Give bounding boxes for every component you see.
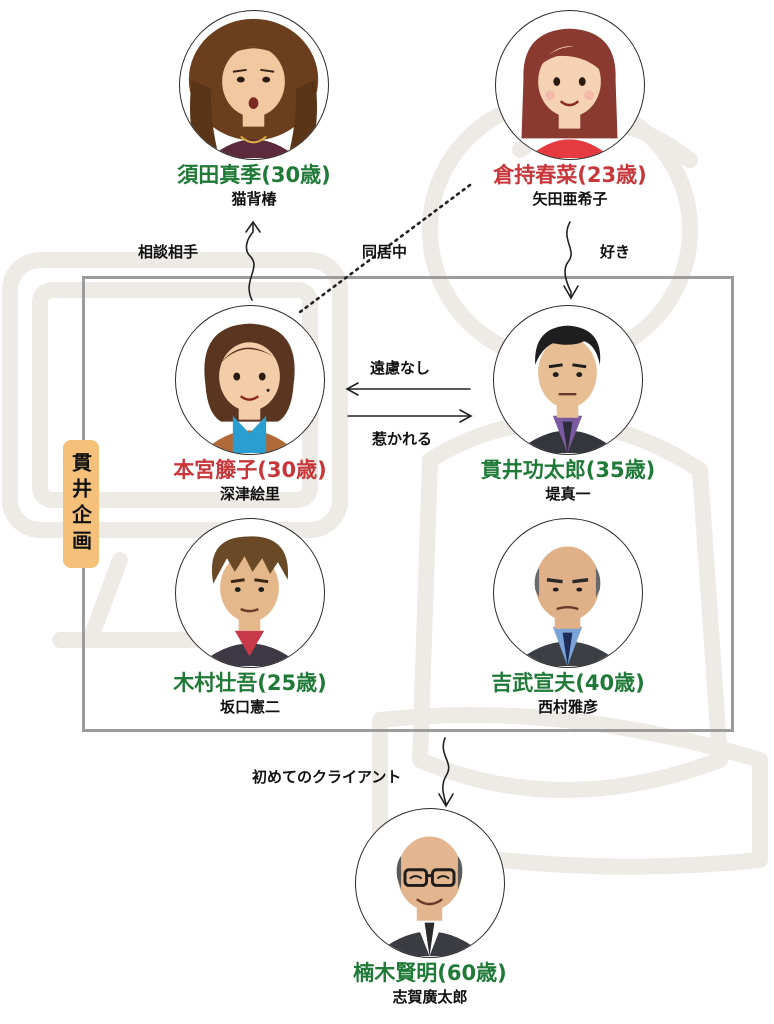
person-nukui: 貫井功太郎(35歳) 堤真一 <box>448 305 688 505</box>
arrowhead-attracted <box>459 409 473 423</box>
portrait-kimura <box>175 518 325 668</box>
connector-living-together <box>298 183 472 314</box>
person-name: 吉武宣夫(40歳) <box>491 671 645 695</box>
connector-consult <box>245 223 255 301</box>
person-name: 須田真季(30歳) <box>177 163 331 187</box>
actor-name: 矢田亜希子 <box>532 190 608 208</box>
connector-likes <box>564 221 572 297</box>
arrowhead-no-reserve <box>345 382 359 396</box>
person-name: 倉持春菜(23歳) <box>493 163 647 187</box>
actor-name: 堤真一 <box>545 485 591 503</box>
relation-label-likes: 好き <box>600 243 631 261</box>
arrowhead-likes <box>563 285 579 300</box>
actor-name: 深津絵里 <box>219 485 280 503</box>
portrait-nukui <box>493 305 643 455</box>
person-name: 楠木賢明(60歳) <box>353 961 507 985</box>
company-label: 貫井企画 <box>63 440 99 568</box>
person-name: 貫井功太郎(35歳) <box>480 458 656 482</box>
portrait-sumida <box>179 10 329 160</box>
actor-name: 志賀廣太郎 <box>392 988 468 1006</box>
person-name: 木村壮吾(25歳) <box>173 671 327 695</box>
person-name: 本宮籐子(30歳) <box>173 458 327 482</box>
person-kusunoki: 楠木賢明(60歳) 志賀廣太郎 <box>310 808 550 1008</box>
arrowhead-first-client <box>438 793 454 808</box>
portrait-kuramochi <box>495 10 645 160</box>
relation-label-living-together: 同居中 <box>362 243 408 261</box>
person-kimura: 木村壮吾(25歳) 坂口憲二 <box>130 518 370 718</box>
person-sumida: 須田真季(30歳) 猫背椿 <box>134 10 374 210</box>
actor-name: 坂口憲二 <box>219 698 280 716</box>
relation-label-consult: 相談相手 <box>138 243 199 261</box>
actor-name: 猫背椿 <box>231 190 277 208</box>
person-motomiya: 本宮籐子(30歳) 深津絵里 <box>130 305 370 505</box>
actor-name: 西村雅彦 <box>537 698 598 716</box>
portrait-kusunoki <box>355 808 505 958</box>
connector-first-client <box>442 737 450 805</box>
arrowhead-consult <box>245 220 261 233</box>
portrait-yoshitake <box>493 518 643 668</box>
relation-label-no-reserve: 遠慮なし <box>370 359 431 377</box>
portrait-motomiya <box>175 305 325 455</box>
relation-label-first-client: 初めてのクライアント <box>252 768 402 786</box>
relation-label-attracted: 惹かれる <box>372 430 433 448</box>
person-yoshitake: 吉武宣夫(40歳) 西村雅彦 <box>448 518 688 718</box>
person-kuramochi: 倉持春菜(23歳) 矢田亜希子 <box>450 10 690 210</box>
